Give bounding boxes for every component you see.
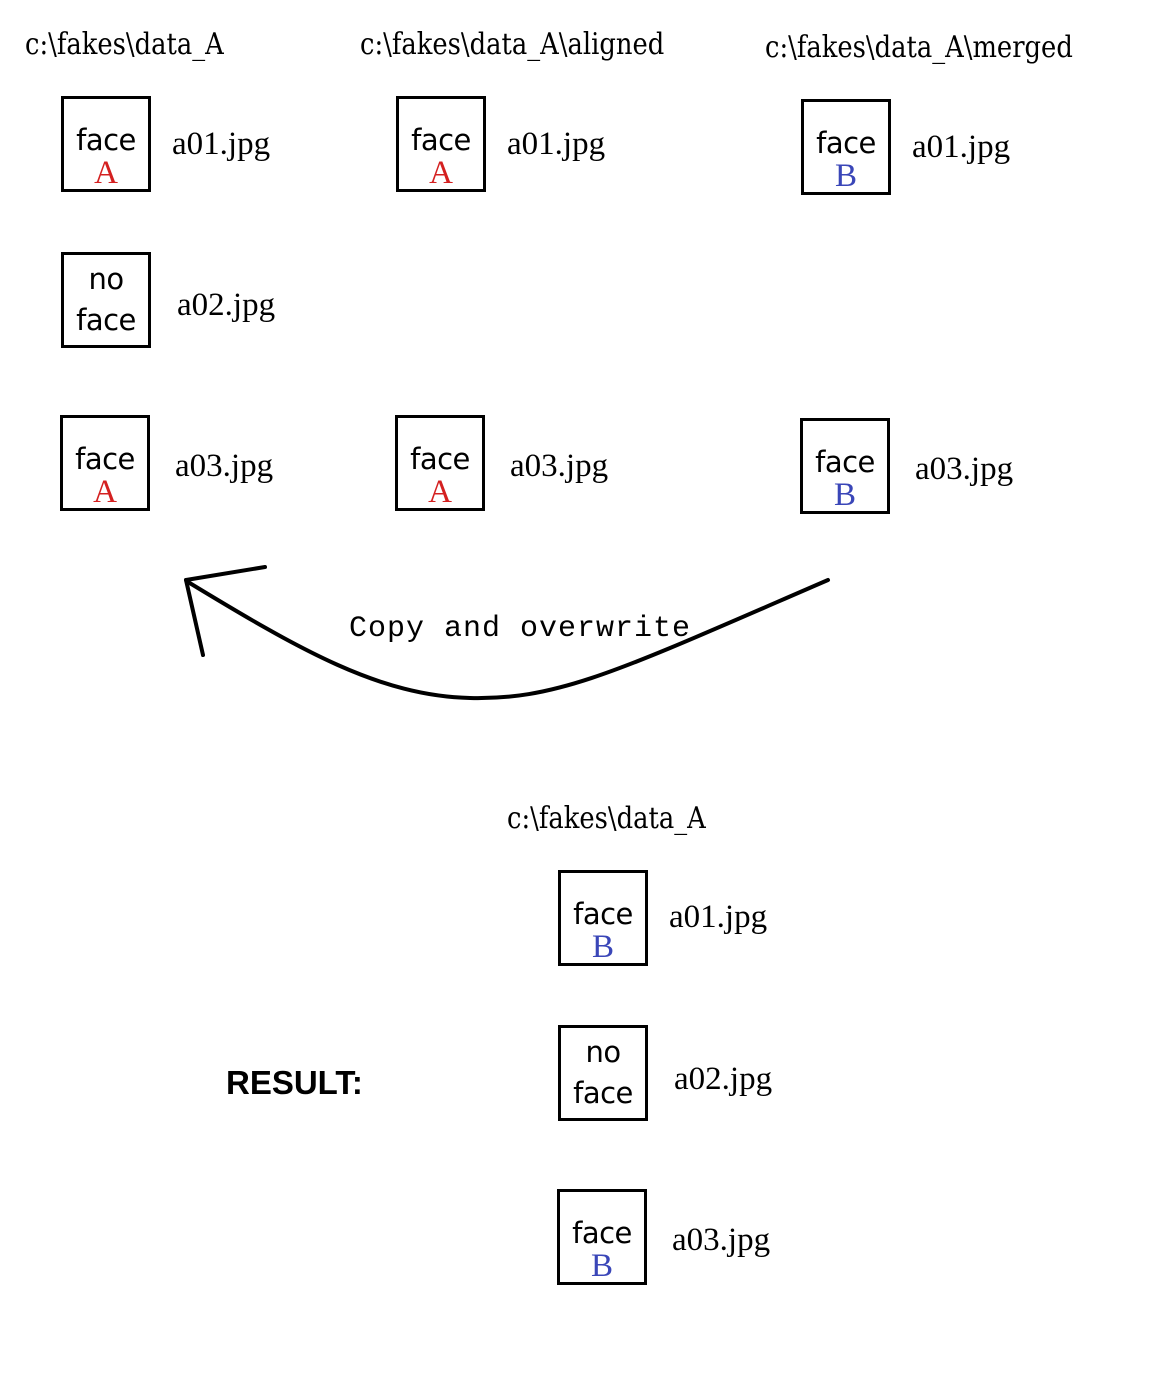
face-letter: B (591, 929, 614, 965)
image-thumb-face-b: face B (557, 1189, 647, 1285)
box-word: face (76, 123, 136, 157)
face-letter: A (428, 474, 452, 510)
file-name: a01.jpg (507, 126, 606, 162)
box-word: no (585, 1035, 621, 1069)
folder-path-data-a: c:\fakes\data_A (25, 27, 224, 62)
result-folder-path: c:\fakes\data_A (507, 801, 706, 836)
image-thumb-face-b: face B (801, 99, 891, 195)
folder-path-merged: c:\fakes\data_A\merged (765, 30, 1073, 65)
image-thumb-face-a: face A (396, 96, 486, 192)
arrow-head-upper (184, 565, 267, 582)
box-word: face (815, 445, 875, 479)
box-word: face (76, 303, 136, 337)
box-word: no (88, 262, 124, 296)
image-thumb-face-b: face B (558, 870, 648, 966)
arrow-label: Copy and overwrite (349, 612, 692, 646)
folder-path-aligned: c:\fakes\data_A\aligned (360, 27, 665, 62)
arrow-head-lower (184, 578, 205, 657)
image-thumb-no-face: no face (61, 252, 151, 348)
face-letter: A (93, 474, 117, 510)
image-thumb-face-a: face A (395, 415, 485, 511)
file-name: a01.jpg (669, 899, 768, 935)
face-letter: A (429, 155, 453, 191)
face-letter: B (833, 477, 856, 513)
file-name: a02.jpg (177, 287, 276, 323)
box-word: face (75, 442, 135, 476)
file-name: a03.jpg (915, 451, 1014, 487)
box-word: face (411, 123, 471, 157)
image-thumb-face-a: face A (60, 415, 150, 511)
file-name: a03.jpg (672, 1222, 771, 1258)
arrow-curve (186, 578, 830, 701)
file-name: a01.jpg (912, 129, 1011, 165)
image-thumb-no-face: no face (558, 1025, 648, 1121)
file-name: a02.jpg (674, 1061, 773, 1097)
face-letter: B (590, 1248, 613, 1284)
result-label: RESULT: (226, 1064, 363, 1101)
image-thumb-face-b: face B (800, 418, 890, 514)
image-thumb-face-a: face A (61, 96, 151, 192)
file-name: a03.jpg (175, 448, 274, 484)
file-name: a03.jpg (510, 448, 609, 484)
file-name: a01.jpg (172, 126, 271, 162)
box-word: face (572, 1216, 632, 1250)
face-letter: A (94, 155, 118, 191)
box-word: face (573, 897, 633, 931)
box-word: face (573, 1076, 633, 1110)
face-letter: B (834, 158, 857, 194)
box-word: face (410, 442, 470, 476)
box-word: face (816, 126, 876, 160)
